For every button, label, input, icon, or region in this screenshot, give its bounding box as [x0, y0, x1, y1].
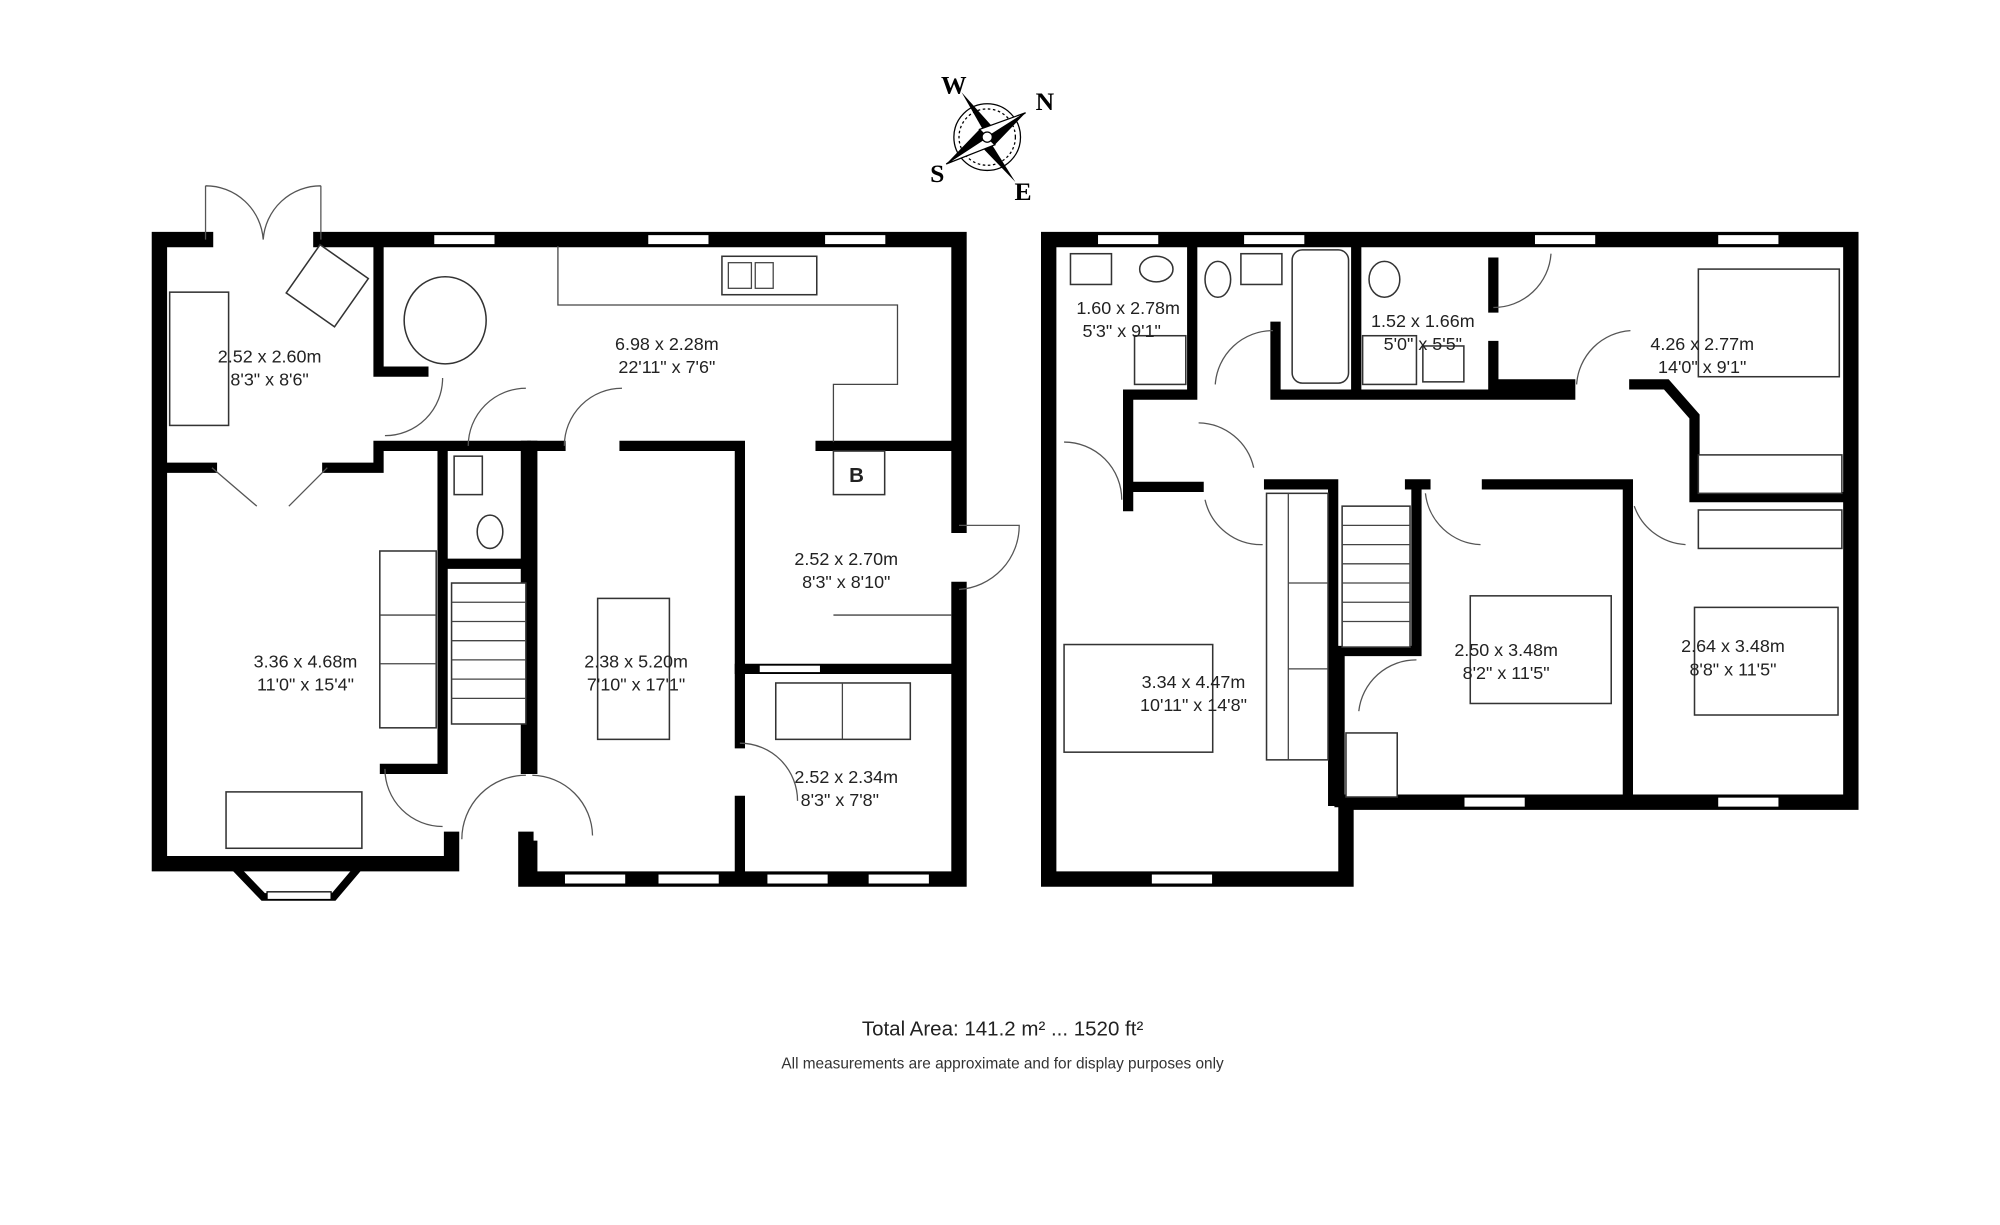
- toilet-icon: [476, 514, 504, 550]
- sofa-icon: [225, 791, 363, 850]
- bath-icon: [1291, 249, 1350, 384]
- compass-rose-icon: W N S E: [930, 71, 1055, 206]
- ground-floor-plan: B 2.52: [151, 185, 1020, 901]
- room-dimension-metric: 3.34 x 4.47m: [1142, 672, 1246, 692]
- room-dimension-imperial: 8'3" x 8'10": [802, 572, 890, 592]
- room-dimension-metric: 4.26 x 2.77m: [1650, 334, 1754, 354]
- room-dimension-metric: 2.50 x 3.48m: [1454, 640, 1558, 660]
- sofa-icon: [379, 550, 437, 729]
- total-area: Total Area: 141.2 m² ... 1520 ft²: [862, 1017, 1144, 1040]
- staircase: [1341, 505, 1411, 648]
- disclaimer: All measurements are approximate and for…: [781, 1056, 1224, 1073]
- room-dimension-imperial: 5'3" x 9'1": [1083, 321, 1161, 341]
- room-dimension-metric: 1.52 x 1.66m: [1371, 311, 1475, 331]
- room-dimension-imperial: 8'2" x 11'5": [1463, 663, 1550, 683]
- staircase: [450, 582, 527, 725]
- basin-icon: [1069, 252, 1113, 286]
- room-dimension-metric: 2.38 x 5.20m: [584, 652, 688, 672]
- wardrobe-icon: [1265, 492, 1329, 761]
- compass-south: S: [930, 159, 944, 188]
- room-dimension-imperial: 8'8" x 11'5": [1689, 659, 1776, 679]
- room-dimension-metric: 6.98 x 2.28m: [615, 334, 719, 354]
- compass-west: W: [941, 71, 967, 100]
- room-dimension-imperial: 8'3" x 8'6": [230, 370, 308, 390]
- sofa-icon: [168, 291, 230, 427]
- compass-north: N: [1036, 87, 1055, 116]
- room-dimension-imperial: 14'0" x 9'1": [1658, 357, 1746, 377]
- toilet-icon: [1204, 260, 1232, 299]
- bed-icon: [1469, 595, 1612, 705]
- basin-icon: [1240, 252, 1283, 286]
- basin-icon: [453, 455, 484, 496]
- bed-icon: [1697, 268, 1841, 378]
- room-dimension-metric: 2.64 x 3.48m: [1681, 636, 1785, 656]
- room-dimension-imperial: 8'3" x 7'8": [801, 790, 879, 810]
- round-table-icon: [403, 276, 487, 365]
- wardrobe-icon: [1697, 454, 1843, 495]
- room-dimension-imperial: 7'10" x 17'1": [587, 675, 685, 695]
- basin-icon: [1422, 345, 1465, 383]
- bed-icon: [1063, 643, 1214, 753]
- compass-east: E: [1015, 177, 1032, 206]
- room-dimension-metric: 2.52 x 2.34m: [794, 767, 898, 787]
- room-dimension-metric: 2.52 x 2.60m: [218, 347, 322, 367]
- dining-table-icon: [596, 597, 671, 741]
- boiler-cupboard: [832, 450, 886, 496]
- room-dimension-metric: 1.60 x 2.78m: [1076, 298, 1180, 318]
- shower-icon: [1133, 334, 1187, 386]
- room-dimension-imperial: 5'0" x 5'5": [1384, 334, 1462, 354]
- armchair-icon: [285, 243, 370, 328]
- cupboard-icon: [1345, 732, 1398, 798]
- toilet-icon: [1138, 255, 1174, 283]
- room-dimension-imperial: 22'11" x 7'6": [618, 357, 715, 377]
- room-dimension-imperial: 11'0" x 15'4": [257, 675, 354, 695]
- room-dimension-metric: 2.52 x 2.70m: [794, 549, 898, 569]
- shower-icon: [1361, 334, 1418, 386]
- bed-icon: [1693, 606, 1839, 716]
- first-floor-plan: 1.60 x 2.78m 5'3" x 9'1" 1.52 x 1.66m 5'…: [1041, 231, 1859, 887]
- room-dimension-metric: 3.36 x 4.68m: [254, 652, 358, 672]
- boiler-label: B: [849, 464, 864, 487]
- toilet-icon: [1368, 260, 1401, 299]
- wardrobe-icon: [1697, 509, 1843, 550]
- room-dimension-imperial: 10'11" x 14'8": [1140, 695, 1247, 715]
